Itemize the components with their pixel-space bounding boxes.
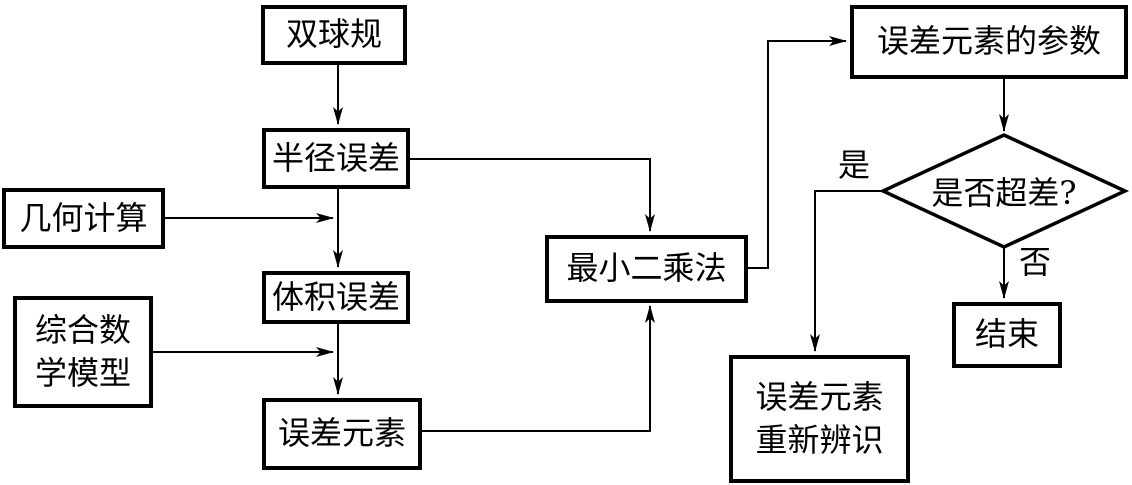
node-error-elements-reidentification-line2: 重新辨识 [755, 421, 884, 459]
node-error-elements-reidentification-line1: 误差元素 [755, 377, 884, 416]
node-least-squares: 最小二乘法 [545, 235, 748, 303]
node-comprehensive-math-model: 综合数 学模型 [13, 296, 153, 408]
edge-tolerancecheck-yes-to-reidentification [810, 190, 883, 352]
node-error-element-parameters-label: 误差元素的参数 [876, 22, 1101, 61]
node-geometric-calculation: 几何计算 [2, 188, 165, 249]
node-least-squares-label: 最小二乘法 [566, 249, 727, 288]
edge-radiuserror-to-leastsquares [410, 158, 655, 232]
node-error-elements: 误差元素 [262, 398, 422, 470]
node-error-elements-label: 误差元素 [277, 414, 406, 453]
tolerance-check-diamond [878, 133, 1130, 249]
node-volume-error-label: 体积误差 [271, 277, 400, 316]
node-end-label: 结束 [974, 315, 1039, 354]
node-end: 结束 [952, 302, 1062, 368]
node-double-ball-gauge: 双球规 [261, 5, 407, 65]
node-radius-error-label: 半径误差 [271, 138, 400, 177]
edge-label-yes: 是 [838, 146, 871, 184]
node-radius-error: 半径误差 [262, 128, 410, 189]
edge-leastsquares-to-parameters [748, 36, 847, 269]
edge-errorelements-to-leastsquares [422, 305, 655, 432]
node-double-ball-gauge-label: 双球规 [285, 15, 382, 54]
node-tolerance-check-label: 是否超差? [931, 174, 1077, 212]
node-comprehensive-math-model-line1: 综合数 [34, 310, 131, 349]
node-geometric-calculation-label: 几何计算 [19, 198, 148, 237]
node-error-element-parameters: 误差元素的参数 [850, 5, 1128, 79]
node-comprehensive-math-model-line2: 学模型 [34, 354, 131, 392]
node-volume-error: 体积误差 [262, 271, 410, 324]
edge-label-no: 否 [1019, 243, 1052, 281]
node-error-elements-reidentification: 误差元素 重新辨识 [729, 355, 910, 483]
